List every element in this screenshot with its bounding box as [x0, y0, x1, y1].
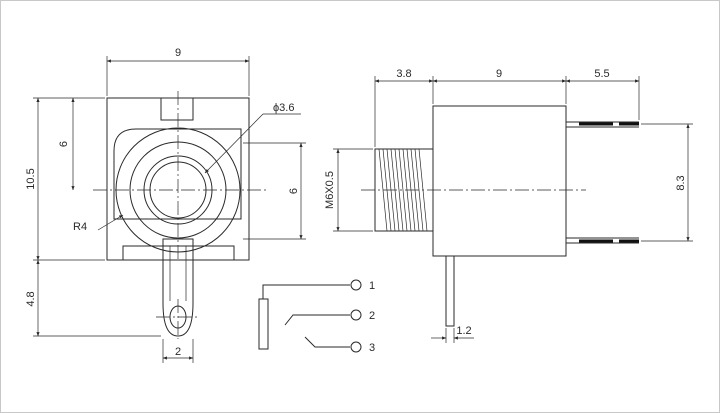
dim-corner-radius: R4: [73, 221, 87, 233]
dim-side-height: 6: [288, 188, 300, 194]
pin-label-3: 3: [369, 342, 375, 354]
dim-lug-width: 2: [175, 346, 181, 358]
dim-front-height: 10.5: [25, 168, 37, 189]
dim-pin-thickness: 1.2: [456, 325, 471, 337]
terminal-1: [350, 279, 362, 291]
terminal-2: [350, 309, 362, 321]
bottom-lead: [445, 255, 455, 327]
pin-label-2: 2: [369, 310, 375, 322]
base-plate: [122, 245, 235, 261]
contact-schematic: 1 2 3: [258, 279, 375, 354]
top-key: [160, 97, 194, 121]
solder-lug: [162, 238, 194, 337]
side-view: 3.8 9 5.5 M6X0.5 8.3 1.2: [324, 68, 693, 343]
dim-front-width: 9: [175, 47, 181, 59]
dim-side-length: 9: [496, 68, 502, 80]
sleeve-contact: [258, 298, 269, 350]
dim-pin-spacing: 8.3: [675, 175, 687, 190]
pin-label-1: 1: [369, 280, 375, 292]
front-flange: [113, 128, 242, 220]
front-view: 9 10.5 6 ϕ3.6 6 R4 4.8 2: [25, 47, 306, 363]
dim-thread-spec: M6X0.5: [324, 171, 336, 209]
dim-bore-diameter: ϕ3.6: [273, 102, 294, 114]
dim-pin-length: 5.5: [594, 68, 609, 80]
terminal-3: [350, 341, 362, 353]
dim-thread-length: 3.8: [396, 68, 411, 80]
side-body: [432, 105, 567, 257]
dim-lug-length: 4.8: [25, 291, 37, 306]
dim-top-to-center: 6: [58, 141, 70, 147]
